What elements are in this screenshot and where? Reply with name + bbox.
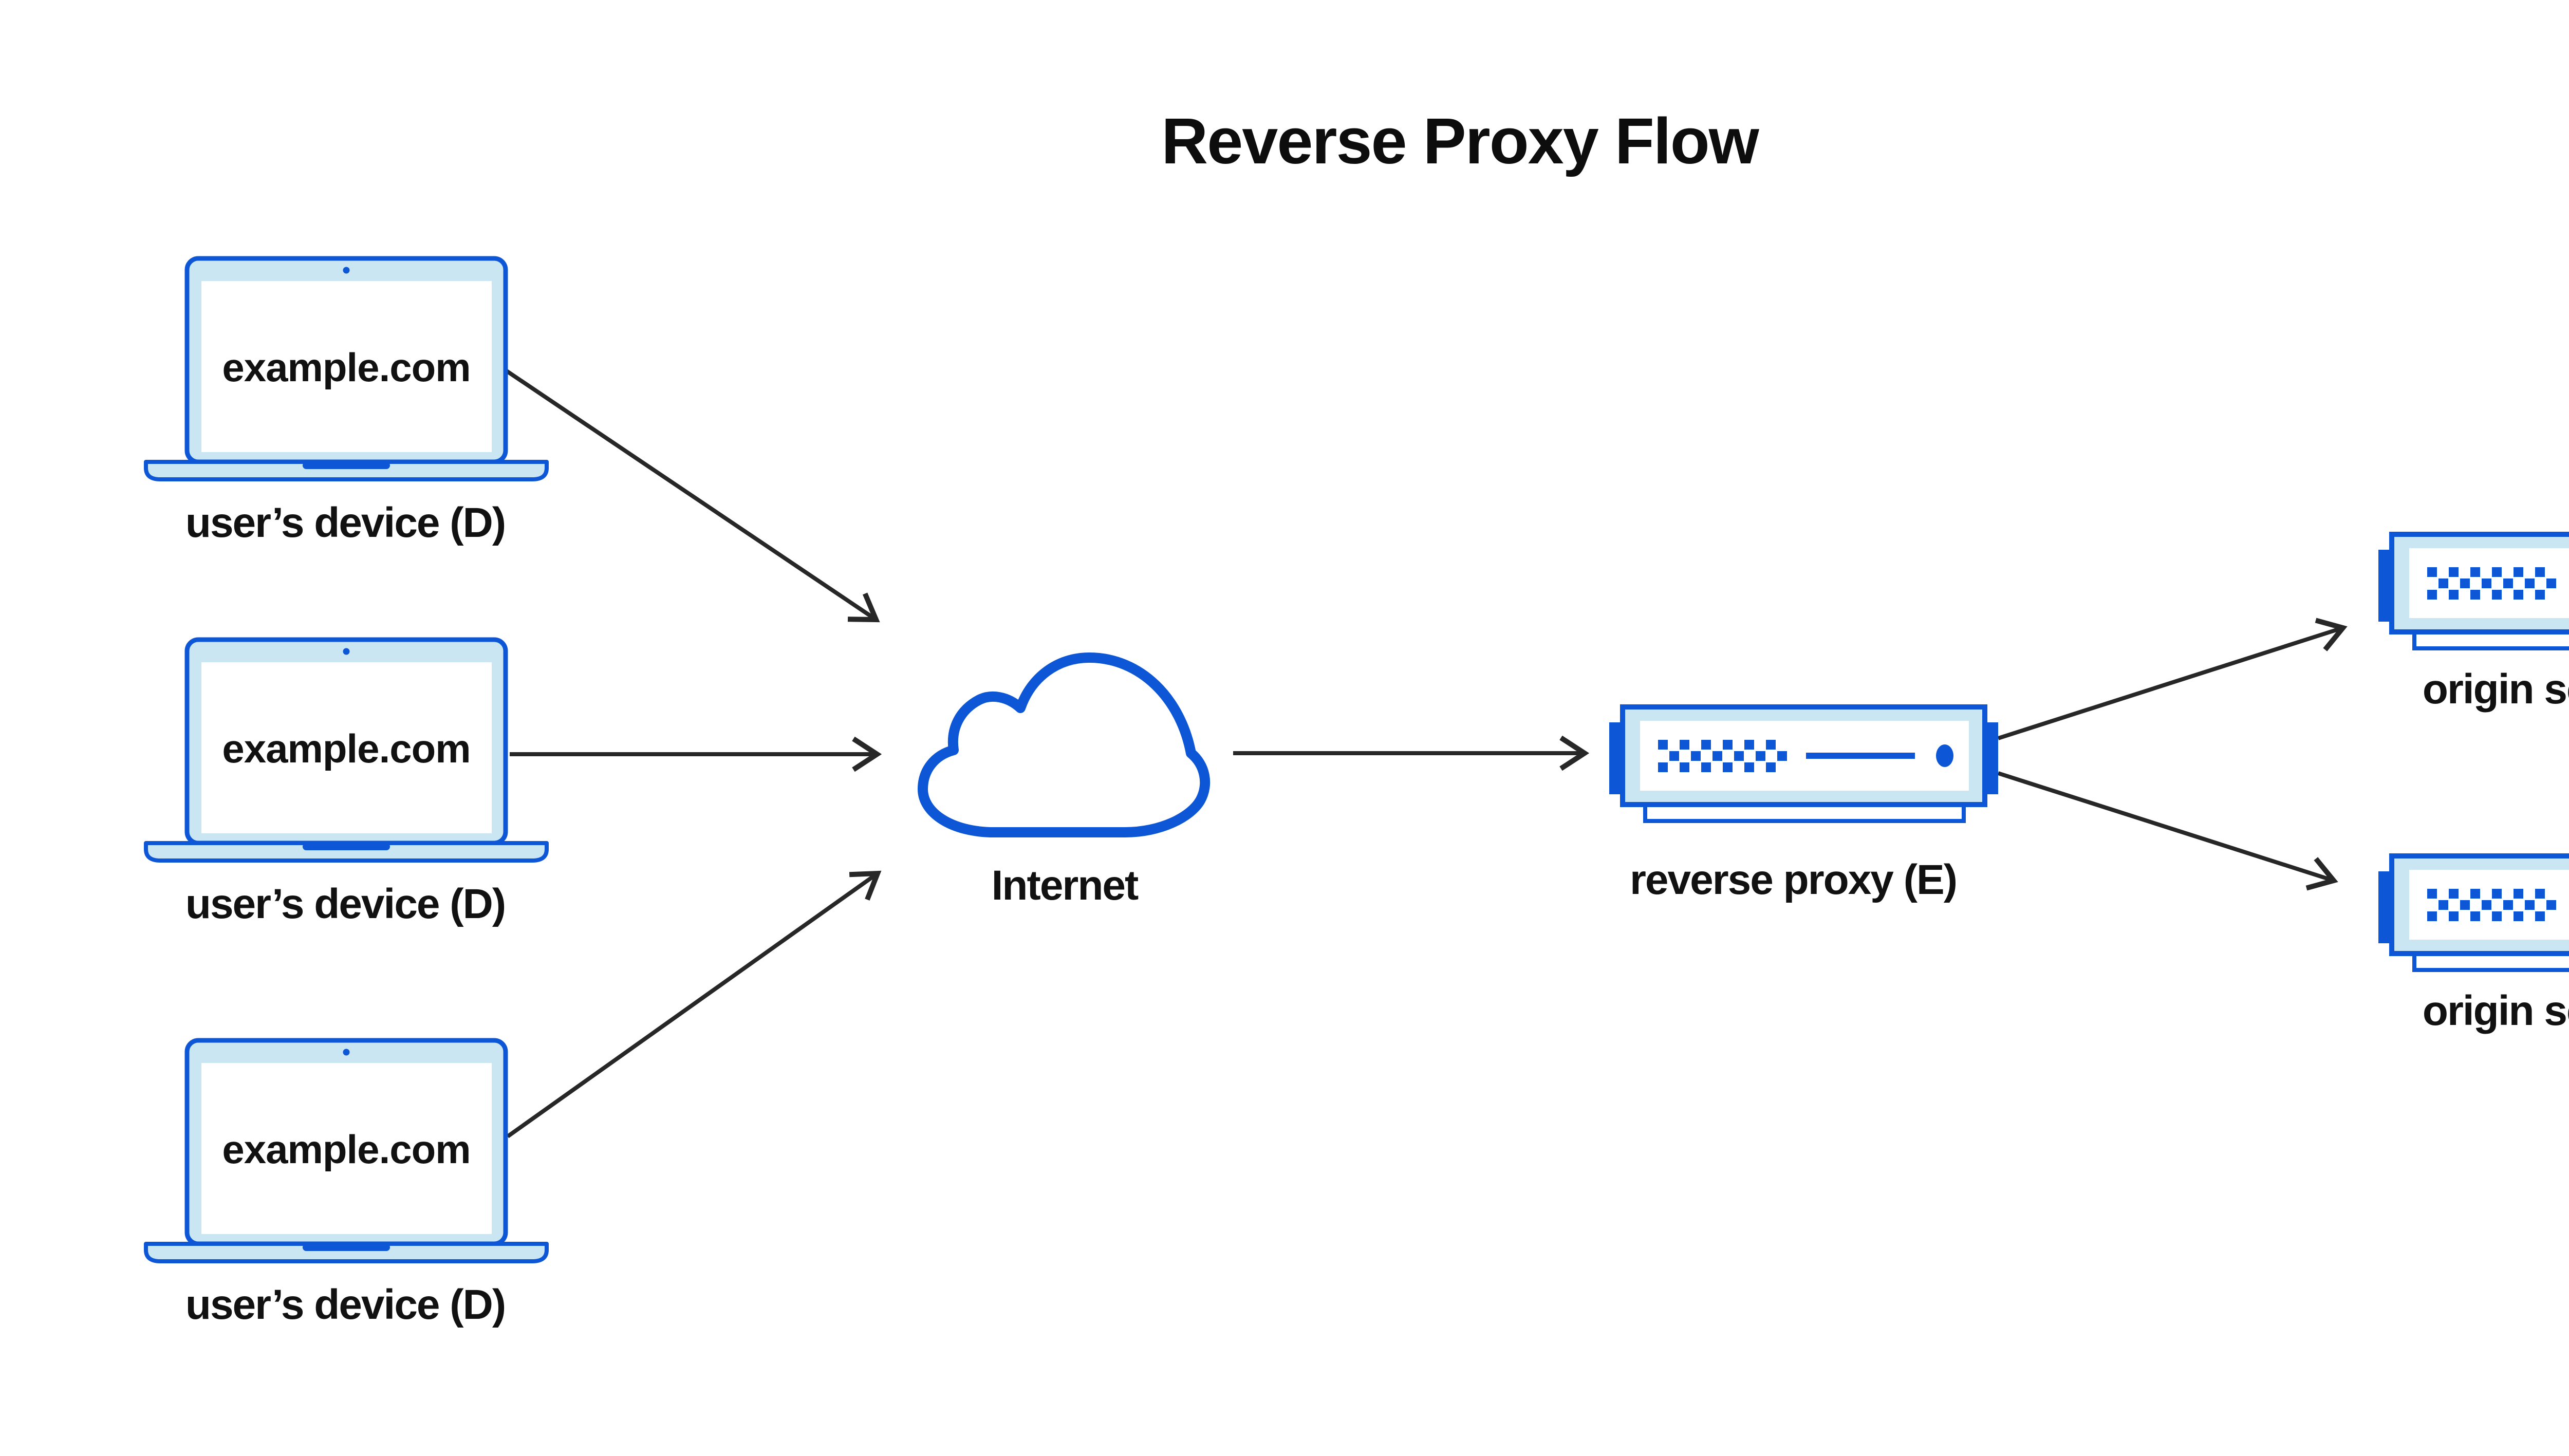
arrow-internet-to-proxy (1233, 735, 1590, 771)
internet-label: Internet (992, 862, 1139, 909)
origin-server-icon (2378, 534, 2569, 648)
device-screen-text: example.com (222, 1127, 470, 1172)
origin-server-label: origin server (F) (2423, 666, 2569, 713)
origin-server-label: origin server (F) (2423, 987, 2569, 1034)
cloud-icon (918, 652, 1211, 837)
page-title: Reverse Proxy Flow (1161, 105, 1760, 177)
reverse-proxy-label: reverse proxy (E) (1630, 856, 1957, 903)
arrow-proxy-to-origin1 (1997, 618, 2348, 740)
device-label: user’s device (D) (185, 881, 505, 927)
arrow-device3-to-internet (506, 870, 882, 1138)
device-label: user’s device (D) (185, 499, 505, 546)
origin-server-icon (2378, 856, 2569, 970)
arrow-device1-to-internet (502, 367, 880, 623)
device-screen-text: example.com (222, 726, 470, 771)
device-label: user’s device (D) (185, 1281, 505, 1328)
arrow-device2-to-internet (510, 736, 882, 772)
arrow-proxy-to-origin2 (1997, 771, 2338, 891)
device-screen-text: example.com (222, 345, 470, 390)
reverse-proxy-server-icon (1609, 707, 1998, 821)
